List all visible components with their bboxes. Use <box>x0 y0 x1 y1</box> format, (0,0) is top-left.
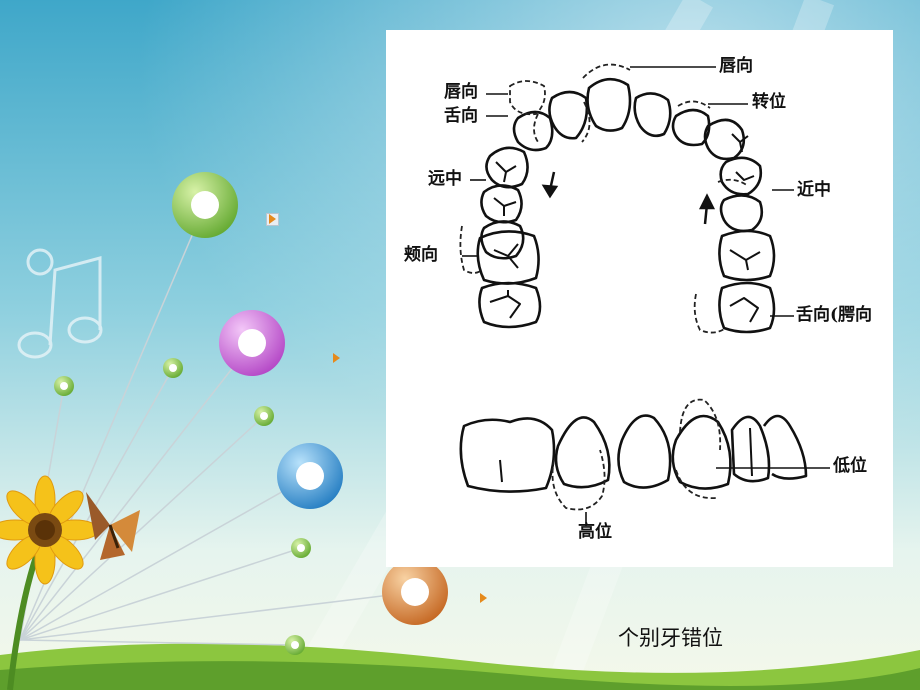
incisor-lateral-left <box>548 90 589 140</box>
premolar-right-2 <box>719 156 763 196</box>
molar-left-2 <box>476 230 540 285</box>
label-high-position: 高位 <box>578 522 612 542</box>
premolar-left-2 <box>480 184 523 224</box>
tooth-malposition-diagram: 唇向 唇向 舌向 转位 远中 近中 颊向 舌向(腭向 低位 高位 <box>386 30 893 567</box>
butterfly-icon <box>86 492 140 560</box>
molar-right-1 <box>718 229 776 282</box>
canine-right <box>671 108 711 147</box>
play-icon <box>269 214 276 224</box>
lower-incisor-1 <box>730 415 771 483</box>
molar-right-2 <box>718 281 776 334</box>
premolar-right-3 <box>719 194 764 233</box>
music-note-icon <box>17 248 103 359</box>
label-lip-top: 唇向 <box>719 56 753 76</box>
ring-icon <box>54 172 448 655</box>
canine-left <box>512 110 554 152</box>
sunflower-icon <box>0 475 100 690</box>
dental-arch-drawing <box>459 63 830 526</box>
incisor-lateral-right <box>633 92 672 138</box>
incisor-central <box>586 77 632 132</box>
play-icon <box>333 353 340 363</box>
lower-premolar-1 <box>554 416 611 489</box>
premolar-left-1 <box>485 146 529 189</box>
label-rotation: 转位 <box>752 92 786 112</box>
lower-molar <box>459 417 556 493</box>
premolar-left-3 <box>480 220 525 260</box>
label-lingual-palatal: 舌向(腭向 <box>796 305 873 325</box>
play-icon <box>480 593 487 603</box>
lower-canine <box>671 414 732 490</box>
label-lip-left: 唇向 <box>444 82 478 102</box>
lower-incisor-2 <box>762 414 808 480</box>
label-distal: 远中 <box>428 169 462 189</box>
label-tongue-left: 舌向 <box>444 106 478 126</box>
molar-left-3 <box>478 281 542 329</box>
label-mesial: 近中 <box>797 180 831 200</box>
diagram-caption: 个别牙错位 <box>618 626 723 650</box>
label-buccal: 颊向 <box>404 245 438 265</box>
lower-premolar-2 <box>617 414 672 489</box>
label-low-position: 低位 <box>833 456 867 476</box>
